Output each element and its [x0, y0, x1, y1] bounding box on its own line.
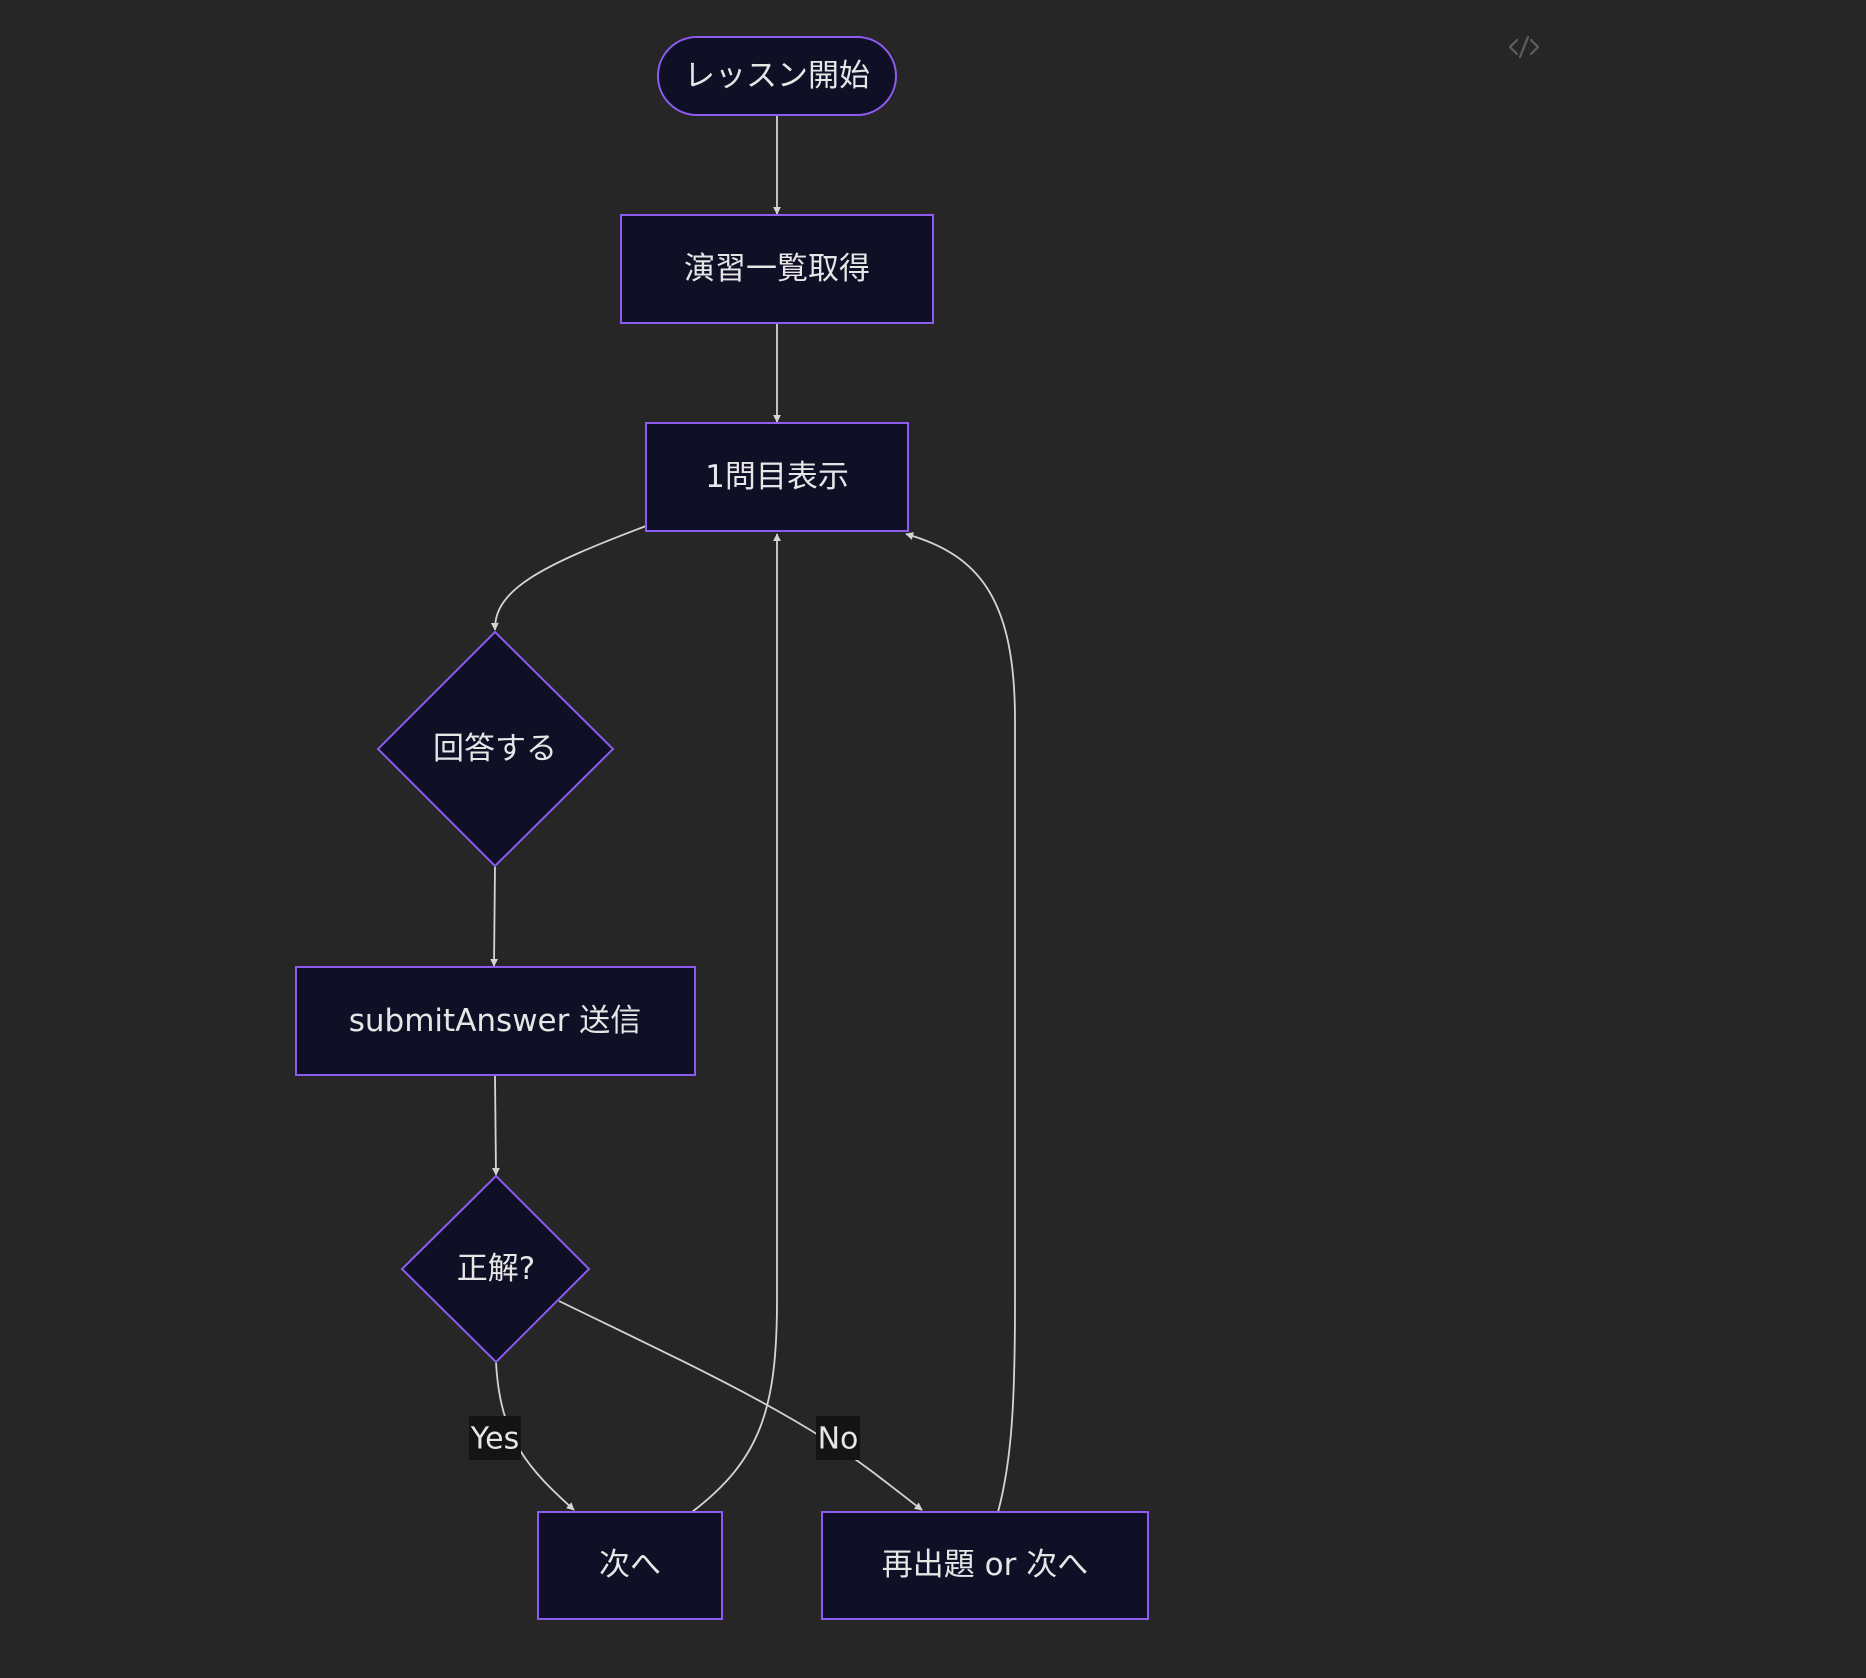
node-retry[interactable]: 再出題 or 次へ	[821, 1511, 1149, 1620]
node-fetch-label: 演習一覧取得	[684, 251, 870, 287]
edge-show-first-to-answer	[490, 525, 647, 631]
node-retry-label: 再出題 or 次へ	[882, 1547, 1088, 1583]
node-answer-label: 回答する	[433, 731, 557, 767]
node-show-first-label: 1問目表示	[705, 459, 849, 495]
edge-next-to-show-first	[691, 533, 781, 1513]
edge-label-yes-text: Yes	[470, 1422, 519, 1457]
node-answer-decision[interactable]: 回答する	[376, 630, 615, 868]
node-submit-label: submitAnswer 送信	[349, 1003, 641, 1039]
edge-label-no-text: No	[818, 1422, 859, 1457]
node-next[interactable]: 次へ	[537, 1511, 723, 1620]
edge-label-no: No	[816, 1416, 860, 1460]
node-start-label: レッスン開始	[684, 58, 870, 94]
code-icon[interactable]	[1504, 30, 1544, 66]
edges	[490, 115, 1016, 1513]
edge-answer-to-submit	[490, 865, 499, 967]
node-start[interactable]: レッスン開始	[657, 36, 897, 116]
edge-retry-to-show-first	[905, 532, 1016, 1513]
node-correct-label: 正解?	[457, 1251, 535, 1287]
node-next-label: 次へ	[599, 1547, 661, 1583]
node-fetch[interactable]: 演習一覧取得	[620, 214, 934, 324]
edge-label-yes: Yes	[469, 1416, 521, 1460]
edge-submit-to-correct	[491, 1074, 500, 1176]
node-submit[interactable]: submitAnswer 送信	[295, 966, 696, 1076]
node-show-first[interactable]: 1問目表示	[645, 422, 909, 532]
node-correct-decision[interactable]: 正解?	[400, 1174, 591, 1364]
edge-correct-no-to-retry	[558, 1300, 923, 1511]
